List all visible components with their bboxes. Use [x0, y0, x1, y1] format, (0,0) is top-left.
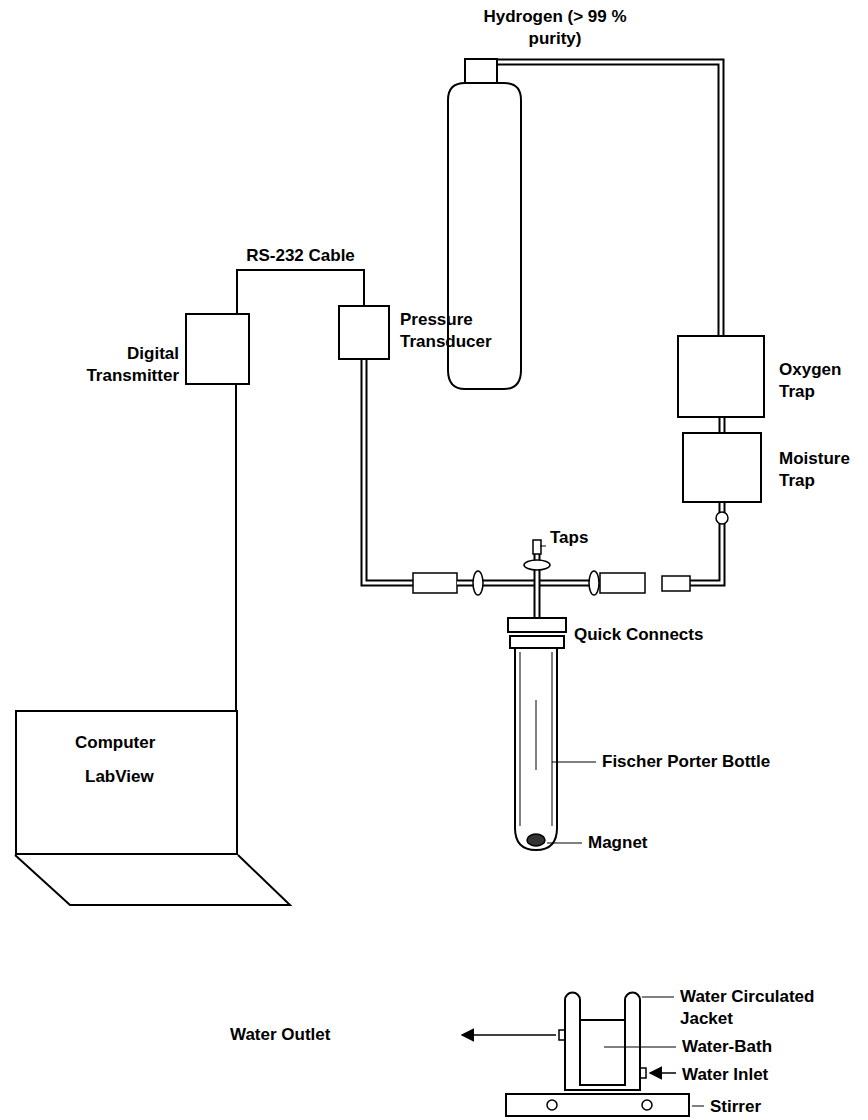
right-connector	[600, 573, 645, 593]
pressure-transducer: Pressure Transducer	[338, 305, 390, 360]
cable-label: RS-232 Cable	[244, 245, 357, 267]
outlet-arrow	[462, 1034, 556, 1036]
knob	[547, 1100, 557, 1110]
part-label: Magnet	[586, 832, 650, 854]
water-jacket	[565, 993, 640, 1090]
leader-line	[642, 997, 674, 998]
cable-line	[235, 385, 237, 710]
gas-pipe-bore	[364, 360, 413, 583]
bottle-wall	[552, 652, 553, 826]
knob	[642, 1100, 652, 1110]
part-label: Quick Connects	[572, 624, 705, 646]
cylinder-valve	[465, 59, 497, 83]
gas-pipe	[364, 360, 413, 583]
leader-line	[547, 843, 582, 844]
signal-cable	[236, 385, 237, 710]
laptop-base	[15, 855, 290, 905]
pipe-wall	[497, 62, 721, 335]
quick-connect	[508, 618, 566, 632]
gas-pipe	[497, 62, 721, 335]
inlet-nub	[640, 1068, 646, 1078]
node-label: Digital Transmitter	[59, 343, 179, 387]
node-label: Oxygen Trap	[779, 359, 868, 403]
flow-label: Water Outlet	[228, 1024, 332, 1046]
tap-knob	[533, 540, 541, 554]
computer-screen: ComputerLabView	[15, 710, 238, 855]
part-label: Taps	[548, 527, 590, 549]
digital-transmitter: Digital Transmitter	[185, 313, 250, 385]
node-label: LabView	[85, 766, 154, 788]
node-label: Moisture Trap	[779, 448, 868, 492]
leader-line	[604, 1047, 676, 1048]
fischer-porter-bottle	[515, 648, 557, 850]
node-label: Hydrogen (> 99 % purity)	[480, 6, 630, 50]
tap	[473, 571, 483, 595]
oxygen-trap: Oxygen Trap	[677, 335, 765, 418]
quick-connect	[510, 636, 564, 648]
part-label: Water Circulated Jacket	[678, 986, 852, 1030]
tap	[524, 560, 550, 570]
pipe-bore	[497, 62, 721, 335]
water-level	[580, 1019, 625, 1021]
magnet	[527, 834, 545, 846]
pipe-bore	[721, 418, 724, 432]
stirrer-plate: Stirrer	[505, 1093, 690, 1117]
inlet-arrow	[650, 1072, 676, 1074]
outlet-nub	[559, 1030, 565, 1040]
bottle-wall	[520, 652, 521, 826]
leader-line	[540, 546, 546, 547]
leader-line	[552, 762, 596, 763]
node-label: Computer	[75, 732, 155, 754]
node-label: Pressure Transducer	[400, 309, 510, 353]
stirrer-knobs	[507, 1095, 688, 1115]
pipe-wall	[719, 418, 726, 432]
inline-valve	[716, 512, 728, 524]
left-connector	[413, 573, 457, 593]
flow-label: Water Inlet	[680, 1064, 770, 1086]
part-label: Fischer Porter Bottle	[600, 751, 772, 773]
moisture-trap: Moisture Trap	[682, 432, 762, 503]
gas-pipe	[722, 418, 723, 432]
part-label: Water-Bath	[680, 1036, 774, 1058]
leader-line	[692, 1106, 704, 1107]
bottle-line	[536, 700, 537, 770]
node-label: Stirrer	[710, 1096, 761, 1118]
tap	[589, 571, 599, 595]
pipe-end-connector	[662, 576, 690, 591]
